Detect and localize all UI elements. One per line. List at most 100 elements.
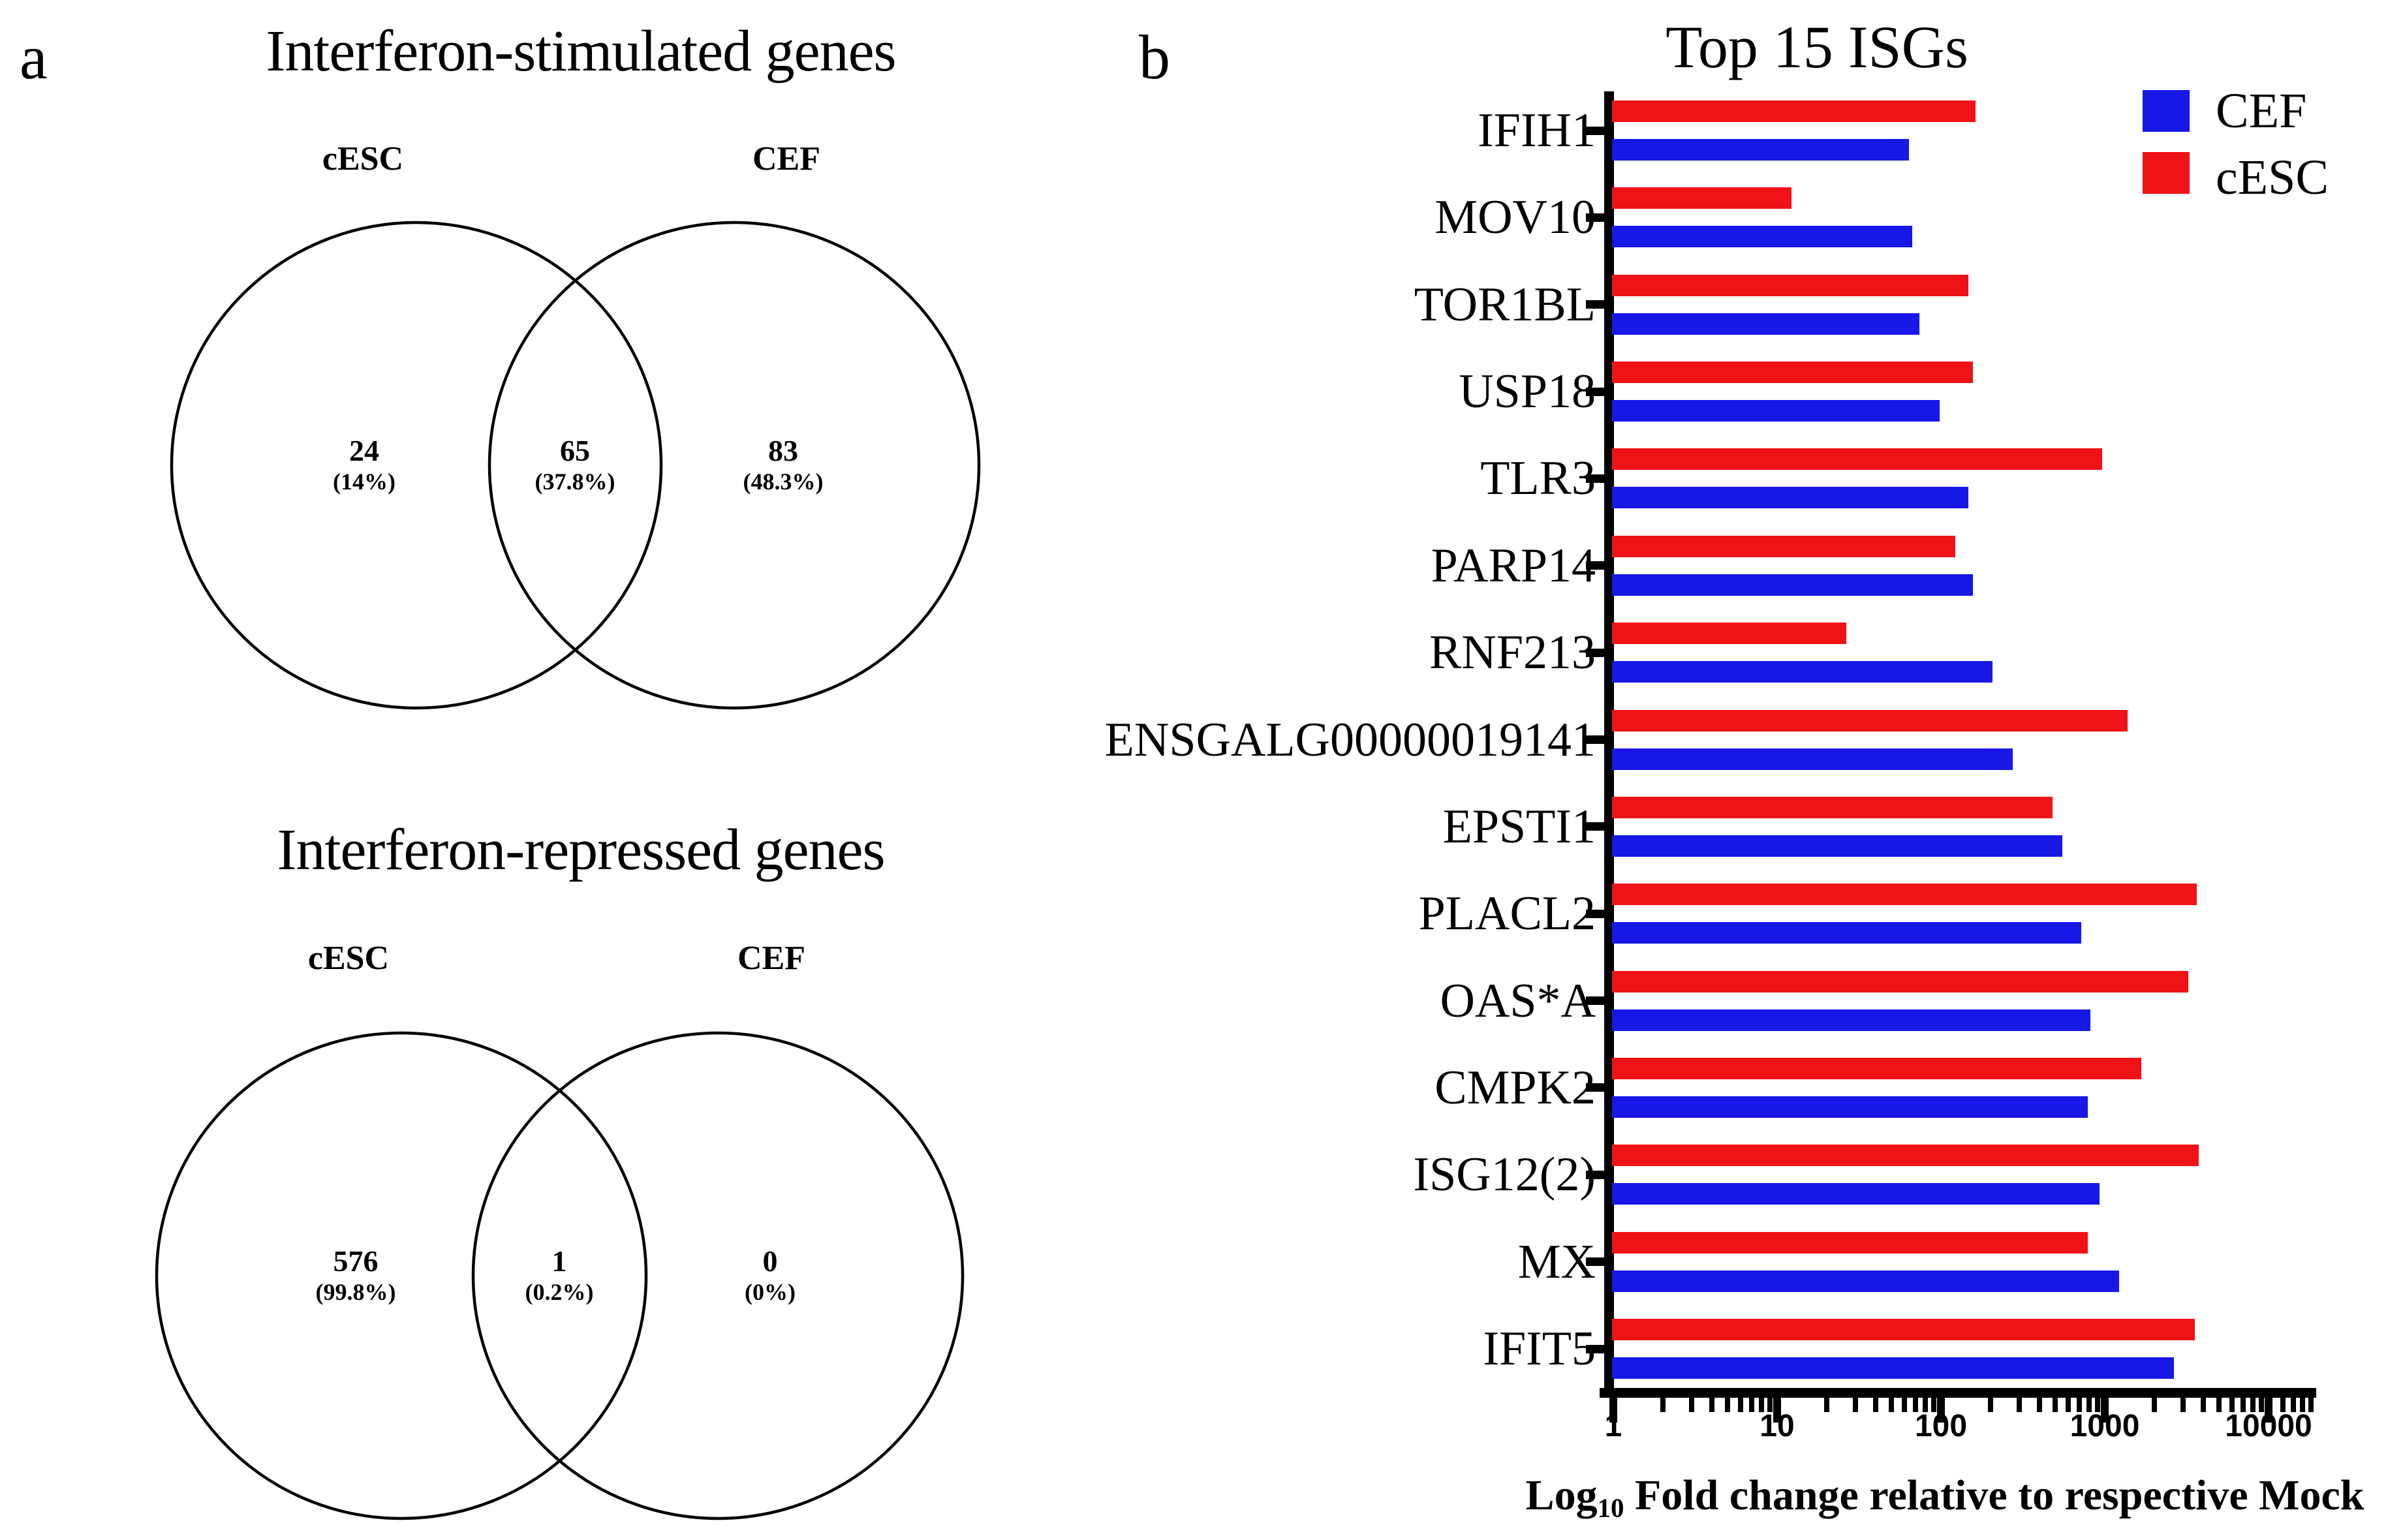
x-minor-tick-400: [2037, 1398, 2043, 1412]
venn1-label-cesc: cESC: [322, 140, 404, 177]
venn2-region-overlap: 1 (0.2%): [525, 1245, 594, 1306]
panel-a-label: a: [20, 22, 48, 92]
gene-label-PLACL2: PLACL2: [1418, 887, 1596, 941]
x-minor-tick-8: [1758, 1398, 1764, 1412]
venn2-left-pct: (99.8%): [315, 1279, 396, 1305]
x-minor-tick-4: [1709, 1398, 1715, 1412]
x-axis-label-prefix: Log: [1525, 1471, 1598, 1519]
legend-label-cef: CEF: [2216, 84, 2307, 138]
x-axis-label-rest: Fold change relative to respective Mock: [1624, 1471, 2365, 1519]
bar-cef-IFIT5: [1612, 1357, 2174, 1379]
x-major-tick-1: [1609, 1398, 1617, 1423]
gene-tick-ENSGALG00000019141: [1586, 735, 1604, 745]
x-minor-tick-900: [2094, 1398, 2100, 1412]
bar-cesc-OAS*A: [1612, 970, 2188, 993]
x-minor-tick-2: [1660, 1398, 1666, 1412]
gene-label-USP18: USP18: [1459, 365, 1596, 419]
venn2-overlap-count: 1: [551, 1244, 567, 1278]
x-tick-label-100: 100: [1914, 1409, 1968, 1443]
venn1-left-count: 24: [349, 434, 379, 467]
venn1-overlap-count: 65: [559, 434, 590, 467]
venn1-label-cef: CEF: [752, 140, 820, 177]
bar-cef-PARP14: [1612, 574, 1973, 596]
x-minor-tick-5000: [2216, 1398, 2222, 1412]
gene-label-IFIH1: IFIH1: [1478, 104, 1596, 157]
bar-cesc-PLACL2: [1612, 884, 2197, 906]
gene-label-CMPK2: CMPK2: [1434, 1060, 1596, 1115]
bar-cesc-IFIT5: [1612, 1319, 2195, 1341]
x-major-tick-10: [1773, 1398, 1781, 1423]
gene-tick-ISG12(2): [1586, 1170, 1604, 1179]
venn1-region-overlap: 65 (37.8%): [535, 435, 615, 496]
x-minor-tick-5: [1725, 1398, 1731, 1412]
gene-tick-PARP14: [1586, 561, 1604, 570]
x-minor-tick-3: [1688, 1398, 1694, 1412]
x-minor-tick-9000: [2258, 1398, 2264, 1412]
legend-swatch-cesc: [2143, 152, 2190, 194]
x-minor-tick-60: [1902, 1398, 1908, 1412]
x-axis-label: Log10 Fold change relative to respective…: [1488, 1471, 2388, 1522]
x-minor-tick-6000: [2229, 1398, 2235, 1412]
bar-cef-ENSGALG00000019141: [1612, 748, 2013, 770]
x-minor-tick-8000: [2250, 1398, 2256, 1412]
x-minor-tick-70: [1913, 1398, 1919, 1412]
venn2-region-right: 0 (0%): [745, 1245, 796, 1306]
x-minor-tick-4000: [2201, 1398, 2207, 1412]
x-minor-tick-6: [1738, 1398, 1744, 1412]
panel-b-label: b: [1139, 22, 1170, 92]
bar-cesc-EPSTI1: [1612, 796, 2053, 818]
bar-cef-PLACL2: [1612, 922, 2081, 944]
x-minor-tick-20: [1823, 1398, 1829, 1412]
x-axis-line: [1600, 1388, 2316, 1398]
bar-cef-CMPK2: [1612, 1096, 2088, 1118]
x-minor-tick-300: [2016, 1398, 2022, 1412]
x-tick-label-1: 1: [1604, 1409, 1622, 1443]
x-minor-tick-200: [1987, 1398, 1993, 1412]
bar-cef-TLR3: [1612, 487, 1968, 509]
x-minor-tick-800: [2086, 1398, 2092, 1412]
x-major-tick-10000: [2265, 1398, 2272, 1423]
gene-label-RNF213: RNF213: [1429, 626, 1596, 680]
gene-tick-MX: [1586, 1257, 1604, 1267]
x-minor-tick-end-1: [2291, 1398, 2296, 1412]
x-minor-tick-50: [1889, 1398, 1895, 1412]
bar-cef-TOR1BL: [1612, 313, 1919, 335]
venn1-overlap-pct: (37.8%): [535, 469, 615, 495]
gene-tick-MOV10: [1586, 213, 1604, 222]
x-tick-label-10: 10: [1760, 1409, 1795, 1443]
x-major-tick-1000: [2101, 1398, 2109, 1423]
bar-cef-MOV10: [1612, 226, 1912, 248]
bar-cesc-PARP14: [1612, 535, 1955, 557]
venn2-right-count: 0: [762, 1244, 778, 1278]
gene-label-MX: MX: [1517, 1235, 1596, 1289]
bar-cesc-TLR3: [1612, 448, 2102, 470]
venn1-region-right: 83 (48.3%): [743, 435, 824, 496]
gene-tick-OAS*A: [1586, 996, 1604, 1006]
venn2-label-cef: CEF: [737, 940, 805, 977]
gene-label-IFIT5: IFIT5: [1483, 1322, 1596, 1376]
gene-label-PARP14: PARP14: [1431, 538, 1596, 593]
legend-swatch-cef: [2143, 90, 2190, 132]
gene-tick-IFIT5: [1586, 1344, 1604, 1353]
gene-label-MOV10: MOV10: [1434, 191, 1596, 245]
x-minor-tick-3000: [2180, 1398, 2186, 1412]
bar-cef-IFIH1: [1612, 139, 1909, 161]
gene-label-TLR3: TLR3: [1480, 452, 1596, 506]
x-minor-tick-40: [1873, 1398, 1879, 1412]
bar-cesc-IFIH1: [1612, 100, 1976, 122]
gene-label-OAS*A: OAS*A: [1440, 974, 1596, 1028]
bar-cesc-MX: [1612, 1231, 2088, 1254]
chart-title: Top 15 ISGs: [1666, 14, 1968, 80]
x-minor-tick-7000: [2241, 1398, 2246, 1412]
gene-tick-TLR3: [1586, 474, 1604, 483]
bar-cef-OAS*A: [1612, 1009, 2090, 1031]
bar-cef-RNF213: [1612, 661, 1993, 683]
bar-cesc-ISG12(2): [1612, 1145, 2199, 1167]
venn2-overlap-pct: (0.2%): [525, 1279, 594, 1305]
venn2-region-left: 576 (99.8%): [316, 1245, 396, 1306]
gene-tick-EPSTI1: [1586, 822, 1604, 831]
venn2-right-pct: (0%): [745, 1279, 796, 1305]
venn2-title: Interferon-repressed genes: [277, 818, 886, 882]
x-minor-tick-30: [1852, 1398, 1858, 1412]
venn2-left-count: 576: [333, 1244, 379, 1278]
